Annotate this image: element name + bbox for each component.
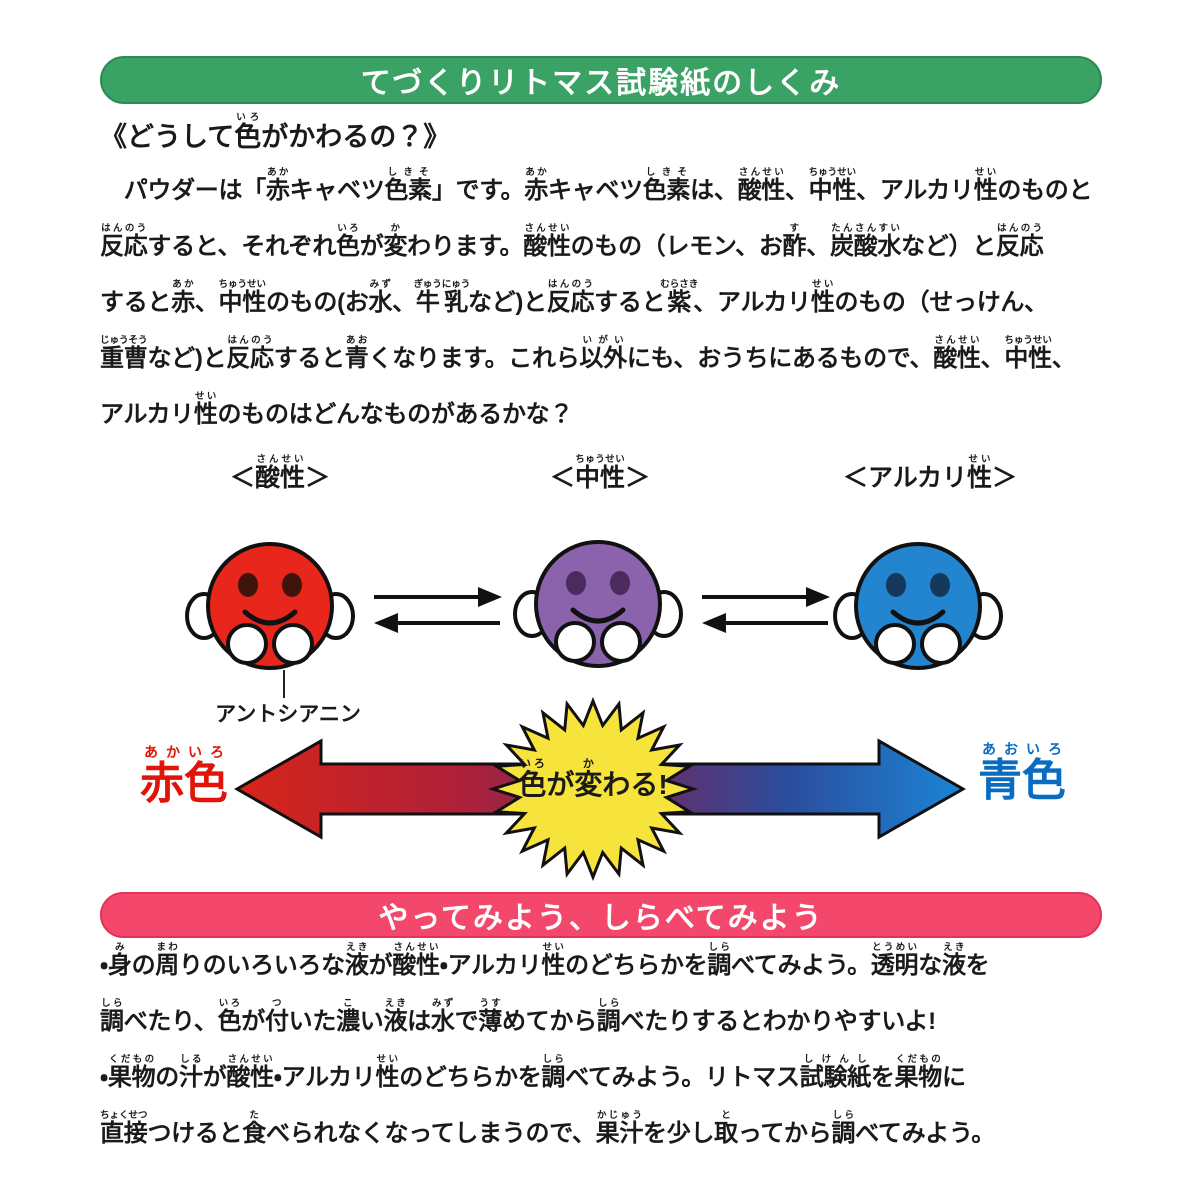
face-eye-left [566,571,586,595]
intro-line-4: 重曹じゅうそうなど)と反応はんのうすると青あおくなります。これら以外いがいにも、… [100,335,1076,372]
face-hand-right [600,621,642,663]
intro-line-5: アルカリ性せいのものはどんなものがあるかな？ [100,391,574,428]
activity-line-3: ・果物くだものの汁しるが酸性さんせい・アルカリ性せいのどちらかを調しらべてみよう… [100,1054,966,1091]
question-heading: 《どうして色いろがかわるの？》 [100,112,451,152]
face-hand-left [874,623,916,665]
face-head [206,542,334,670]
intro-line-2: 反応はんのうすると、それぞれ色いろが変かわります。酸性さんせいのもの（レモン、お… [100,223,1044,260]
face-hand-left [226,623,268,665]
face-head [534,540,662,668]
face-hand-right [920,623,962,665]
face-eye-left [238,573,258,597]
activity-line-2: 調しらべたり、色いろが付ついた濃こい液えきは水みずで薄うすめてから調しらべたりす… [100,998,936,1035]
face-smile [890,609,946,626]
activity-line-4: 直接ちょくせつつけると食たべられなくなってしまうので、果汁かじゅうを少し取とって… [100,1110,995,1147]
red-color-label: 赤色あかいろ [140,744,228,808]
face-eye-right [930,573,950,597]
alkaline-face [833,542,1003,670]
face-hand-right [272,623,314,665]
face-head [854,542,982,670]
intro-paragraph: パウダーは「赤あかキャベツ色素しきそ」です。赤あかキャベツ色素しきそは、酸性さん… [100,163,1120,443]
face-eye-left [886,573,906,597]
acidic-face [185,542,355,670]
label-acidic: ＜酸性さんせい＞ [229,454,331,492]
face-smile [570,607,626,624]
equilibrium-arrows-left [374,587,502,633]
face-eye-right [282,573,302,597]
activity-line-1: ・身みの周まわりのいろいろな液えきが酸性さんせい・アルカリ性せいのどちらかを調し… [100,942,990,979]
section1-banner: てづくりリトマス試験紙のしくみ [100,56,1102,104]
intro-line-1: パウダーは「赤あかキャベツ色素しきそ」です。赤あかキャベツ色素しきそは、酸性さん… [100,167,1093,204]
annotation-pointer-line [283,670,285,698]
equilibrium-arrows-right [702,587,830,633]
color-change-burst [488,696,698,882]
section1-title: てづくりリトマス試験紙のしくみ [360,67,842,100]
section2-banner: やってみよう、しらべてみよう [100,892,1102,938]
burst-text: 色いろが変かわる! [518,758,668,800]
face-smile [242,609,298,626]
label-neutral: ＜中性ちゅうせい＞ [549,454,651,492]
annotation-anthocyanin: アントシアニン [215,703,361,726]
section2-title: やってみよう、しらべてみよう [378,902,824,935]
face-eye-right [610,571,630,595]
neutral-face [513,540,683,668]
intro-line-3: すると赤あか、中性ちゅうせいのもの(お水みず、牛乳ぎゅうにゅうなど)と反応はんの… [100,279,1048,316]
blue-color-label: 青色あおいろ [978,741,1066,805]
label-alkaline: ＜アルカリ性せい＞ [842,454,1018,492]
activity-paragraph: ・身みの周まわりのいろいろな液えきが酸性さんせい・アルカリ性せいのどちらかを調し… [100,938,1120,1162]
face-hand-left [554,621,596,663]
